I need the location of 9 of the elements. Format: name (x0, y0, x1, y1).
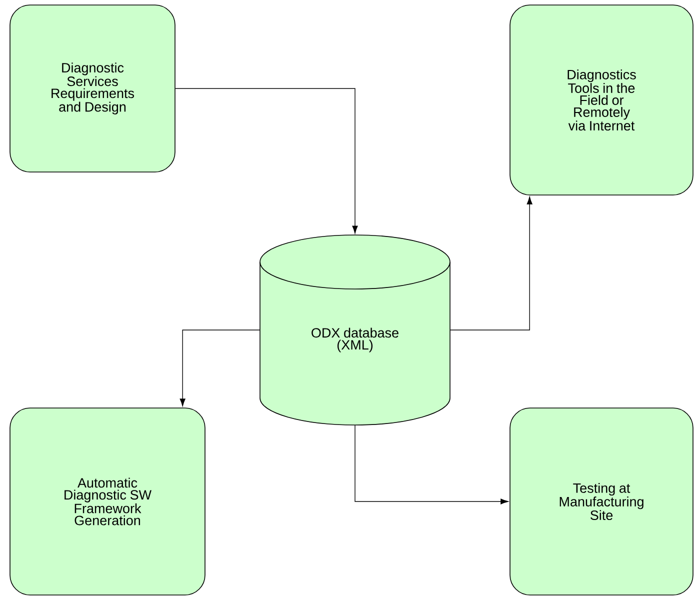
arrow (175, 88, 358, 234)
arrow (450, 196, 532, 330)
arrow (180, 330, 260, 406)
database-cylinder: ODX database (XML) (260, 234, 450, 426)
process-box: Diagnostics Tools in the Field or Remotely via Internet (510, 4, 694, 196)
process-box: Diagnostic Services Requirements and Design (10, 4, 176, 172)
process-box: Testing at Manufacturing Site (510, 408, 694, 596)
arrow (354, 424, 508, 504)
process-box: Automatic Diagnostic SW Framework Generation (10, 408, 206, 596)
